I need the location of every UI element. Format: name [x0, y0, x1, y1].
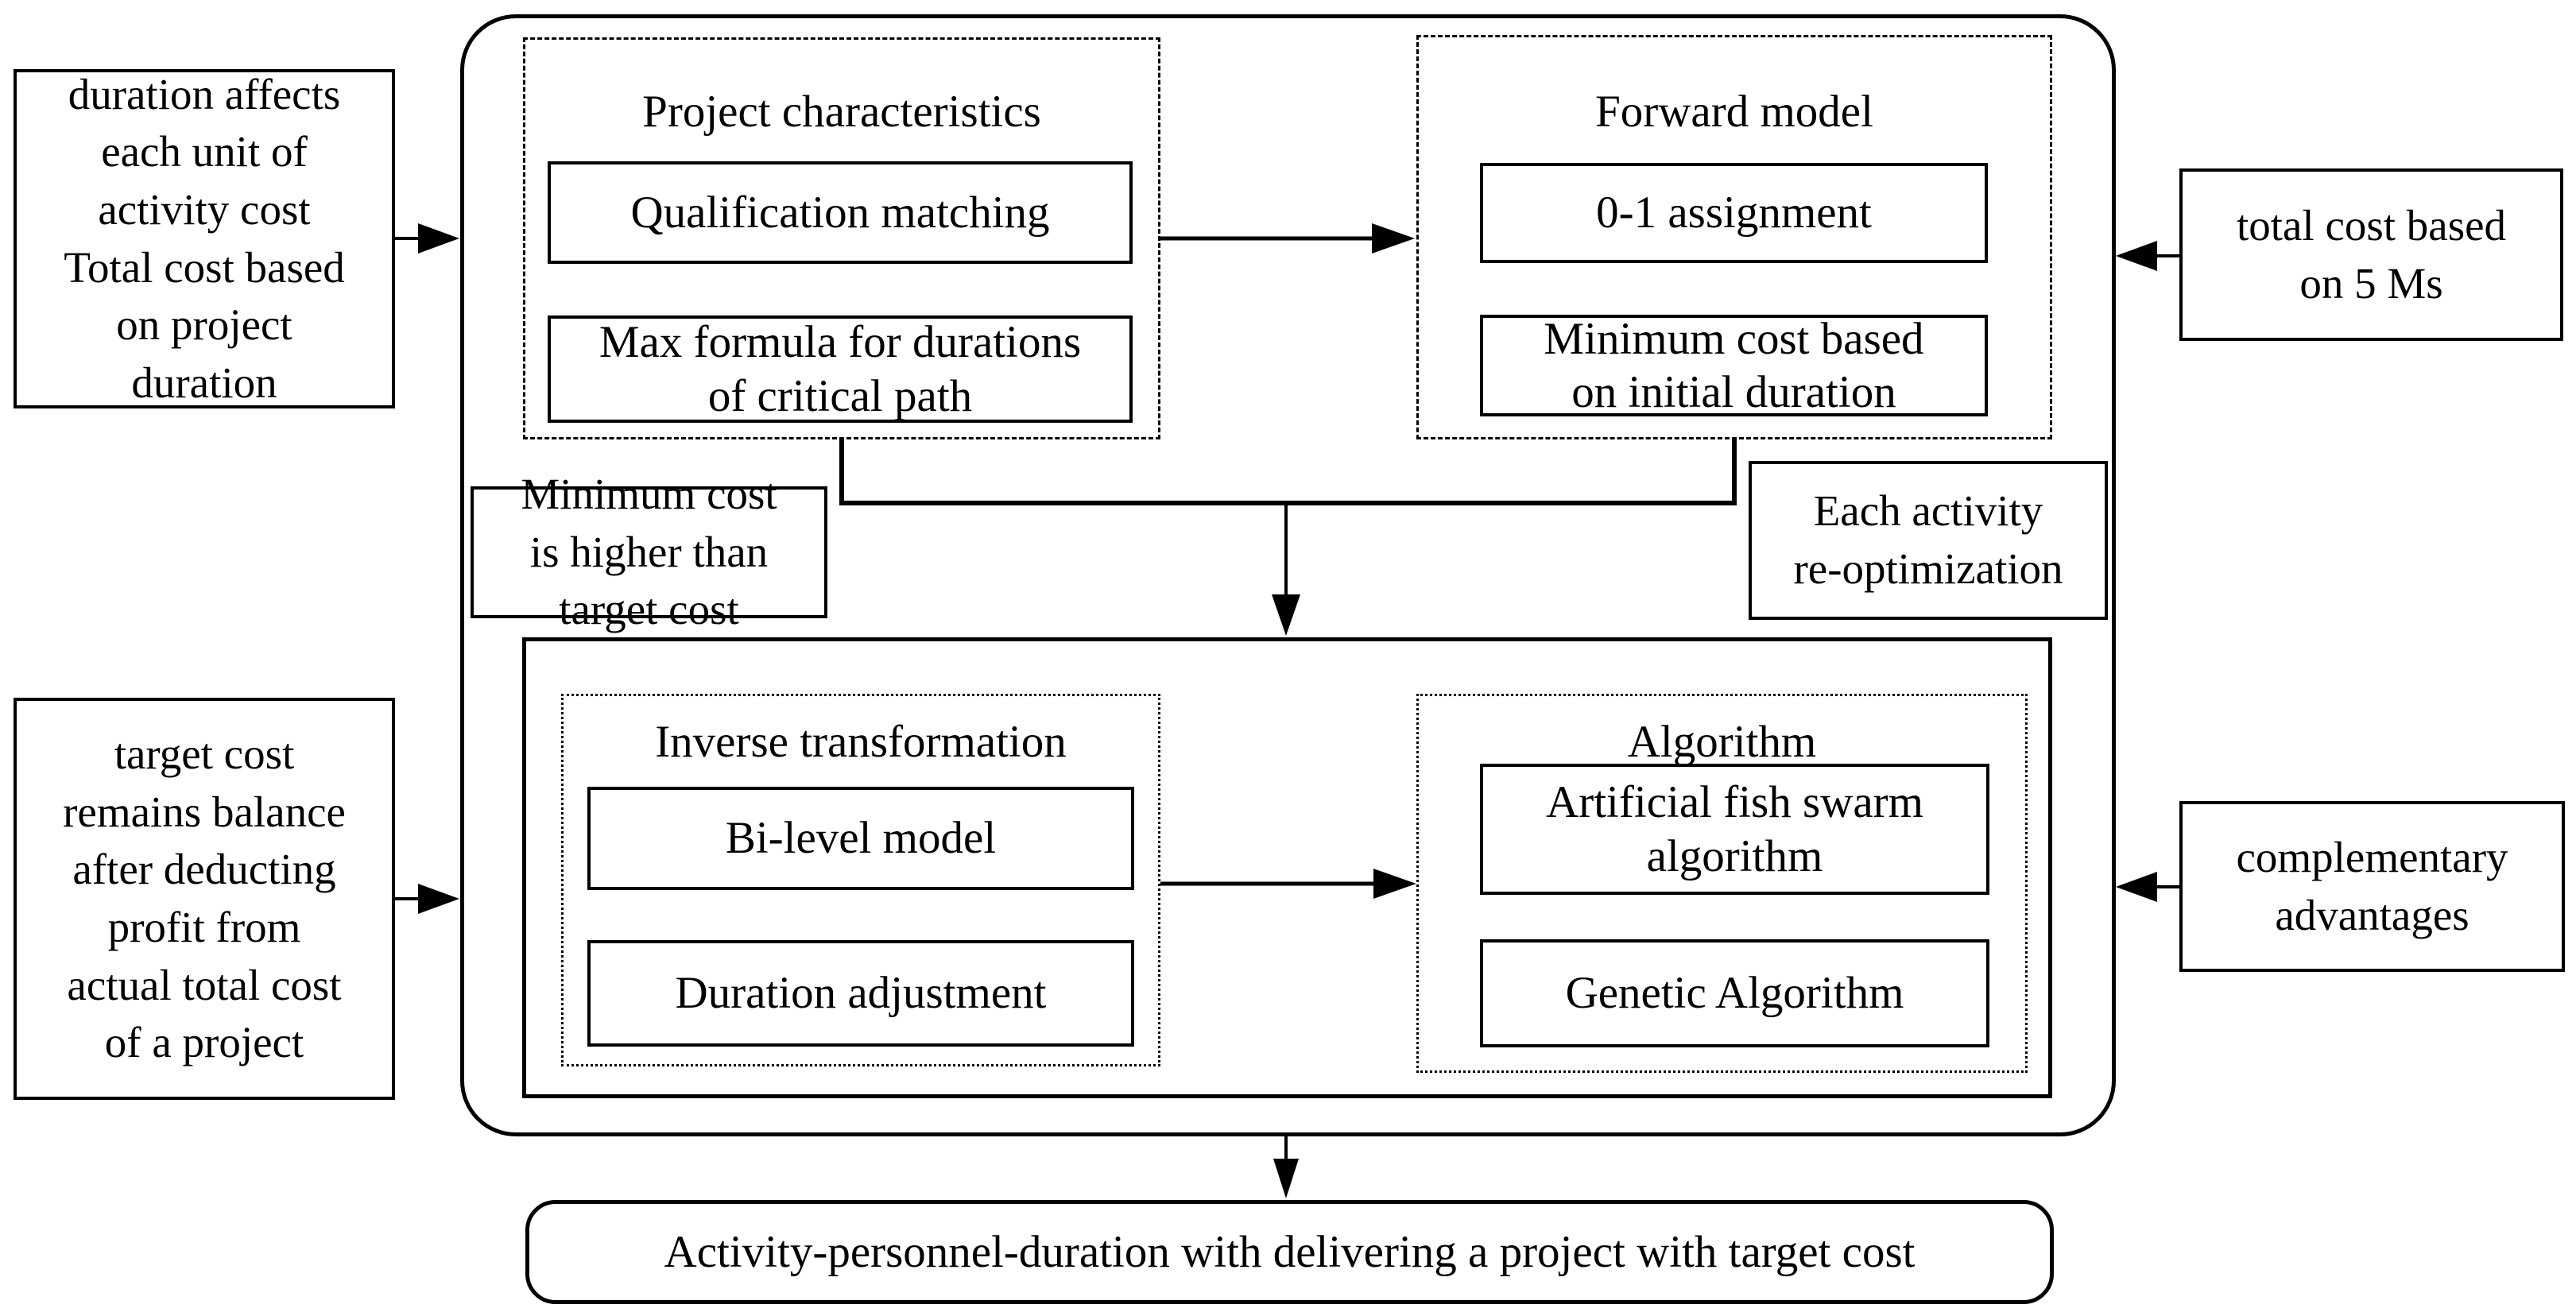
note-total-cost-5ms: total cost based on 5 Ms — [2179, 168, 2563, 341]
note-minimum-cost-higher: Minimum cost is higher than target cost — [471, 470, 827, 633]
duration-adjustment-box: Duration adjustment — [587, 940, 1134, 1047]
forward-model-title: Forward model — [1595, 87, 1873, 137]
bi-level-model-box: Bi-level model — [587, 787, 1134, 890]
algorithm-title: Algorithm — [1627, 717, 1817, 767]
output-box: Activity-personnel-duration with deliver… — [525, 1200, 2054, 1304]
arrow-duration-note — [395, 223, 459, 254]
note-target-cost-balance: target cost remains balance after deduct… — [14, 698, 395, 1100]
project-characteristics-title: Project characteristics — [642, 87, 1041, 137]
note-complementary-advantages: complementary advantages — [2179, 801, 2565, 972]
note-each-activity-reoptimization: Each activity re-optimization — [1749, 461, 2108, 620]
arrow-complementary-note — [2116, 872, 2179, 902]
assignment-box: 0-1 assignment — [1480, 163, 1988, 263]
arrow-container-to-output — [1273, 1136, 1299, 1198]
artificial-fish-swarm-box: Artificial fish swarm algorithm — [1480, 764, 1989, 895]
genetic-algorithm-box: Genetic Algorithm — [1480, 939, 1989, 1047]
note-duration-affects: duration affects each unit of activity c… — [14, 69, 395, 408]
arrow-target-note — [395, 884, 459, 914]
max-formula-box: Max formula for durations of critical pa… — [548, 315, 1133, 423]
arrow-total-cost-note — [2116, 241, 2179, 271]
qualification-matching-box: Qualification matching — [548, 161, 1133, 264]
inverse-transformation-title: Inverse transformation — [655, 717, 1067, 767]
minimum-cost-initial-duration-box: Minimum cost based on initial duration — [1480, 314, 1988, 417]
